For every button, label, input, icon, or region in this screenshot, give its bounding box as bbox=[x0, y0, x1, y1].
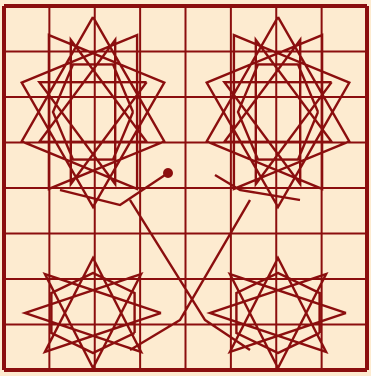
start-dot[interactable] bbox=[163, 168, 173, 178]
